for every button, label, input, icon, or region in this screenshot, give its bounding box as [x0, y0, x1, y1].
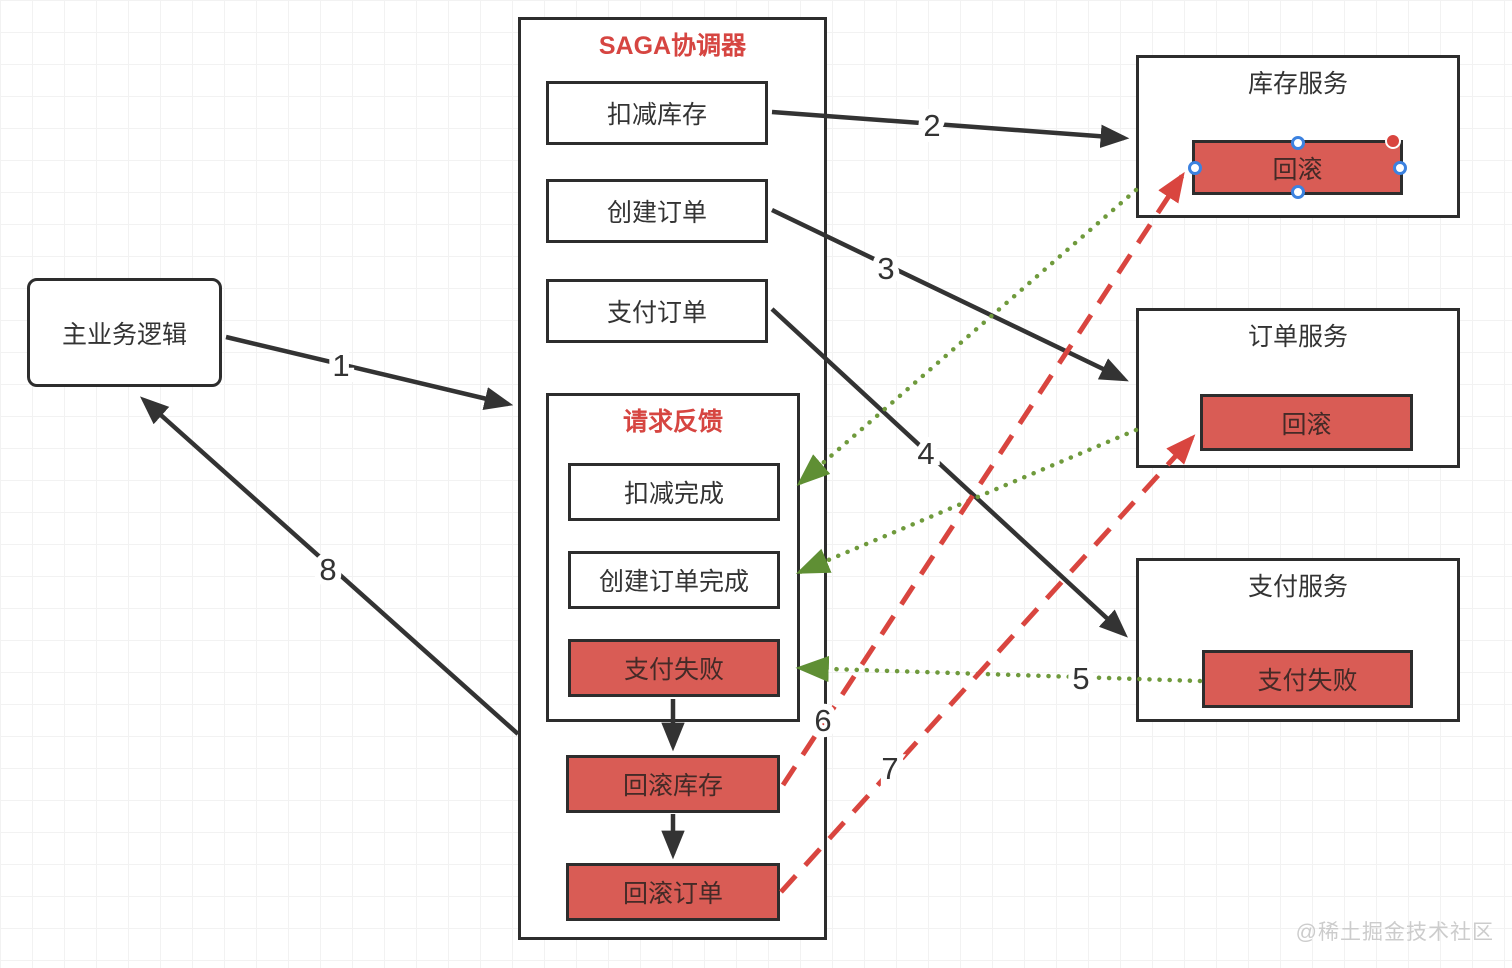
request-feedback-title: 请求反馈	[622, 408, 723, 436]
inventory-rollback-node[interactable]: 回滚	[1188, 133, 1407, 199]
rollback-order-node[interactable]: 回滚订单	[566, 863, 780, 921]
feedback-payment-failed-node[interactable]: 支付失败	[568, 639, 780, 697]
arrow-label-3: 3	[877, 251, 894, 286]
step-pay-order-node[interactable]: 支付订单	[546, 279, 768, 343]
step-deduct-inventory-node[interactable]: 扣减库存	[546, 81, 768, 145]
resize-handle-bottom[interactable]	[1290, 185, 1305, 199]
arrow-label-8: 8	[319, 552, 336, 587]
inventory-service-title: 库存服务	[1247, 70, 1348, 98]
arrow-label-5: 5	[1072, 661, 1089, 696]
arrow-8-saga-to-main	[139, 396, 520, 736]
arrow-1-main-to-saga	[225, 334, 514, 410]
arrow-order-to-createdone	[795, 427, 1139, 575]
arrow-label-7: 7	[881, 751, 898, 786]
step-pay-order-label: 支付订单	[606, 299, 707, 327]
connector-point-dot[interactable]	[1385, 133, 1401, 149]
arrow-6-rollbackstock-to-inventory	[780, 171, 1185, 787]
feedback-payment-failed-label: 支付失败	[623, 656, 724, 684]
arrow-7-rollbackorder-to-order	[779, 434, 1196, 894]
feedback-create-order-done-node[interactable]: 创建订单完成	[568, 551, 780, 609]
payment-service-title: 支付服务	[1247, 573, 1348, 601]
rollback-inventory-node[interactable]: 回滚库存	[566, 755, 780, 813]
feedback-create-order-done-label: 创建订单完成	[598, 568, 749, 596]
payment-failed-label: 支付失败	[1257, 667, 1358, 695]
resize-handle-right[interactable]	[1393, 160, 1407, 175]
order-service-title: 订单服务	[1247, 323, 1348, 351]
step-create-order-label: 创建订单	[606, 199, 707, 227]
main-business-logic-label: 主业务逻辑	[61, 320, 187, 349]
saga-coordinator-title: SAGA协调器	[598, 32, 747, 60]
resize-handle-left[interactable]	[1188, 160, 1202, 175]
payment-failed-node[interactable]: 支付失败	[1202, 650, 1413, 708]
feedback-deduct-done-node[interactable]: 扣减完成	[568, 463, 780, 521]
step-deduct-inventory-label: 扣减库存	[606, 101, 707, 129]
order-rollback-label: 回滚	[1281, 410, 1332, 439]
arrow-label-4: 4	[917, 436, 934, 471]
rollback-order-label: 回滚订单	[622, 880, 723, 908]
feedback-deduct-done-label: 扣减完成	[623, 480, 724, 508]
main-business-logic-node[interactable]: 主业务逻辑	[27, 278, 222, 387]
arrow-label-2: 2	[923, 108, 940, 143]
step-create-order-node[interactable]: 创建订单	[546, 179, 768, 243]
rollback-inventory-label: 回滚库存	[622, 772, 723, 800]
arrow-inventory-to-deductdone	[796, 187, 1139, 486]
resize-handle-top[interactable]	[1290, 136, 1305, 150]
inventory-rollback-label: 回滚	[1272, 155, 1323, 184]
order-rollback-node[interactable]: 回滚	[1200, 394, 1413, 451]
arrow-label-1: 1	[332, 348, 349, 383]
watermark: @稀土掘金技术社区	[1295, 921, 1494, 944]
